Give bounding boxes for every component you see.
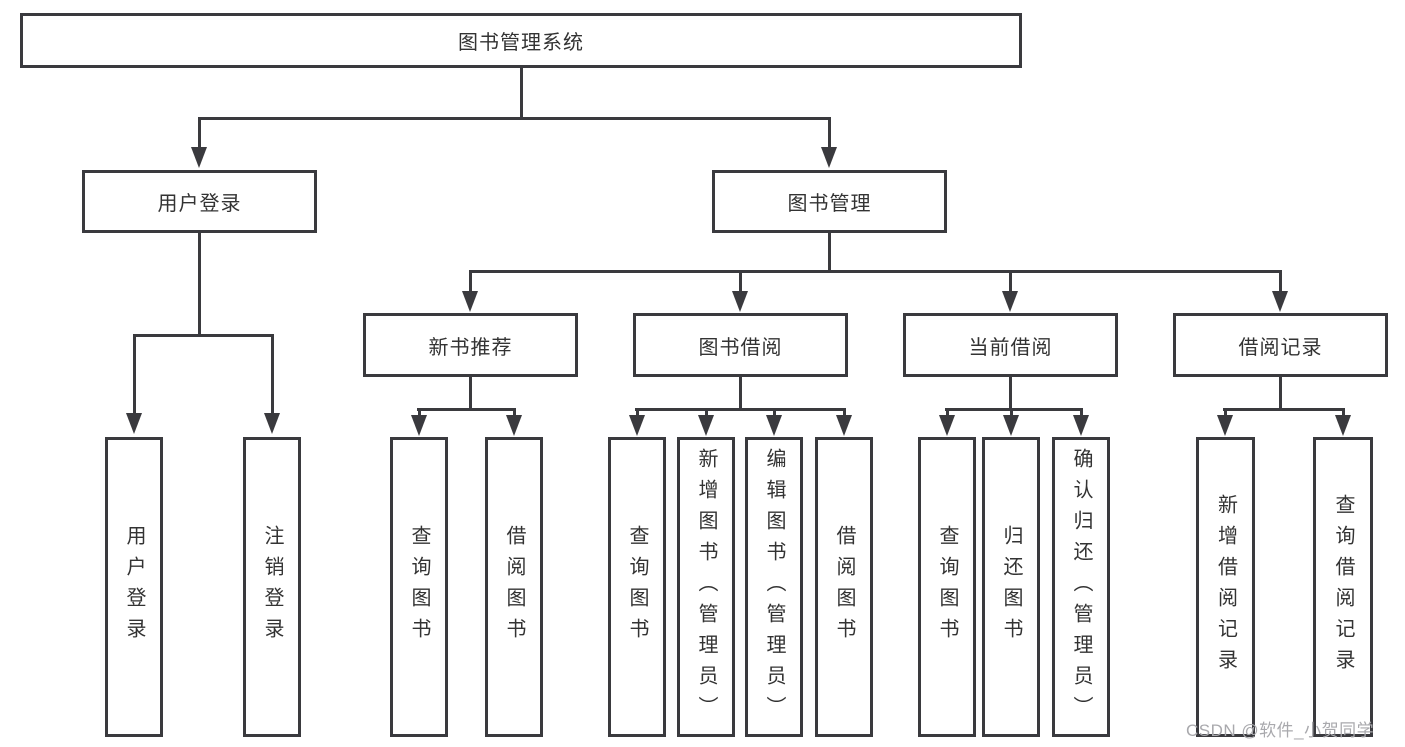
arrow-down-icon [1002, 272, 1018, 312]
connector-borrow-records-stem [1279, 376, 1282, 410]
leaf-nb-query-book: 查询图书 [390, 437, 448, 737]
connector-current-borrow-branch [945, 408, 1083, 411]
connector-root-branch [198, 117, 831, 120]
leaf-nb-borrow-book: 借阅图书 [485, 437, 543, 737]
connector-root-stem [520, 67, 523, 120]
leaf-bb-add-book-label: 新增图书（管理员） [695, 447, 717, 727]
node-user-login: 用户登录 [82, 170, 317, 233]
node-root-label: 图书管理系统 [458, 32, 584, 54]
leaf-logout-label: 注销登录 [261, 525, 283, 649]
leaf-cb-query-book-label: 查询图书 [936, 525, 958, 649]
leaf-bb-query-book-label: 查询图书 [626, 525, 648, 649]
node-borrow-records-label: 借阅记录 [1238, 336, 1323, 359]
leaf-bb-query-book: 查询图书 [608, 437, 666, 737]
node-book-borrow: 图书借阅 [633, 313, 848, 377]
leaf-cb-confirm-return: 确认归还（管理员） [1052, 437, 1110, 737]
arrow-down-icon [126, 336, 142, 434]
connector-new-book-stem [469, 376, 472, 410]
connector-borrow-records-branch [1223, 408, 1345, 411]
leaf-bb-borrow-book: 借阅图书 [815, 437, 873, 737]
node-user-login-label: 用户登录 [157, 193, 242, 215]
arrow-down-icon [1272, 272, 1288, 312]
node-new-book-recommend-label: 新书推荐 [428, 336, 513, 359]
leaf-br-add-record-label: 新增借阅记录 [1214, 494, 1237, 680]
leaf-cb-confirm-return-label: 确认归还（管理员） [1070, 447, 1092, 727]
leaf-br-add-record: 新增借阅记录 [1196, 437, 1255, 737]
connector-user-login-stem [198, 232, 201, 336]
arrow-down-icon [1003, 410, 1019, 436]
node-root: 图书管理系统 [20, 13, 1022, 68]
leaf-user-login-label: 用户登录 [123, 525, 145, 649]
arrow-down-icon [629, 410, 645, 436]
node-new-book-recommend: 新书推荐 [363, 313, 578, 377]
arrow-down-icon [1217, 410, 1233, 436]
arrow-down-icon [411, 410, 427, 436]
csdn-watermark: CSDN @软件_小贺同学 [1186, 721, 1375, 740]
arrow-down-icon [1073, 410, 1089, 436]
leaf-cb-return-book: 归还图书 [982, 437, 1040, 737]
leaf-bb-edit-book: 编辑图书（管理员） [745, 437, 803, 737]
leaf-bb-borrow-book-label: 借阅图书 [833, 525, 855, 649]
connector-new-book-branch [417, 408, 516, 411]
arrow-down-icon [766, 410, 782, 436]
arrow-down-icon [1335, 410, 1351, 436]
arrow-down-icon [264, 336, 280, 434]
connector-current-borrow-stem [1009, 376, 1012, 410]
connector-book-management-stem [828, 232, 831, 272]
leaf-nb-query-book-label: 查询图书 [408, 525, 430, 649]
leaf-bb-add-book: 新增图书（管理员） [677, 437, 735, 737]
leaf-logout: 注销登录 [243, 437, 301, 737]
connector-book-borrow-branch [635, 408, 846, 411]
arrow-down-icon [191, 118, 207, 168]
arrow-down-icon [698, 410, 714, 436]
leaf-br-query-record-label: 查询借阅记录 [1332, 494, 1354, 680]
leaf-user-login: 用户登录 [105, 437, 163, 737]
arrow-down-icon [821, 118, 837, 168]
node-book-borrow-label: 图书借阅 [698, 336, 783, 359]
node-borrow-records: 借阅记录 [1173, 313, 1388, 377]
node-current-borrow: 当前借阅 [903, 313, 1118, 377]
node-book-management: 图书管理 [712, 170, 947, 233]
arrow-down-icon [506, 410, 522, 436]
leaf-br-query-record: 查询借阅记录 [1313, 437, 1373, 737]
leaf-cb-query-book: 查询图书 [918, 437, 976, 737]
arrow-down-icon [732, 272, 748, 312]
arrow-down-icon [939, 410, 955, 436]
node-current-borrow-label: 当前借阅 [968, 336, 1053, 359]
leaf-nb-borrow-book-label: 借阅图书 [503, 525, 525, 649]
connector-book-borrow-stem [739, 376, 742, 410]
leaf-bb-edit-book-label: 编辑图书（管理员） [763, 447, 785, 727]
connector-book-management-branch [469, 270, 1282, 273]
connector-user-login-branch [133, 334, 274, 337]
arrow-down-icon [462, 272, 478, 312]
arrow-down-icon [836, 410, 852, 436]
node-book-management-label: 图书管理 [787, 193, 872, 215]
leaf-cb-return-book-label: 归还图书 [1000, 525, 1022, 649]
